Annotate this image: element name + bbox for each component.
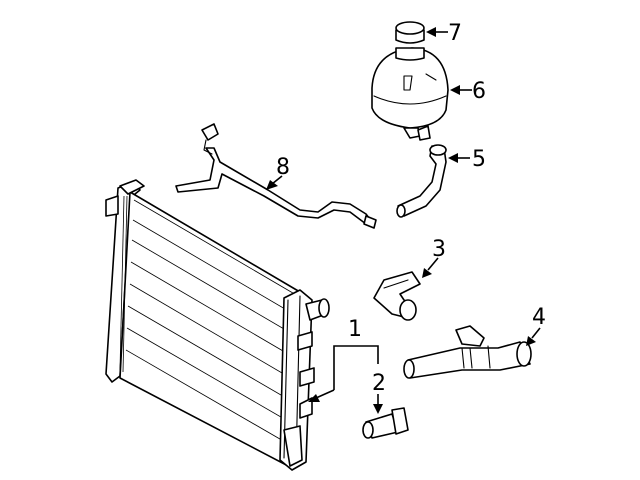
radiator-left-bracket bbox=[105, 195, 119, 217]
radiator-core bbox=[119, 191, 301, 469]
tank-hose-body bbox=[397, 145, 447, 217]
lower-hose-body bbox=[407, 341, 531, 379]
lower-hose bbox=[403, 325, 532, 379]
tank-hose bbox=[396, 144, 447, 218]
callout-4: 4 bbox=[532, 305, 546, 330]
radiator-top-bracket bbox=[119, 179, 145, 195]
leader-lines bbox=[266, 27, 541, 414]
callout-6: 6 bbox=[472, 79, 486, 104]
callout-8: 8 bbox=[276, 155, 290, 180]
bypass-hose-body bbox=[175, 147, 373, 225]
elbow-hose bbox=[373, 271, 421, 321]
bypass-hose bbox=[175, 123, 377, 229]
radiator-lower-bracket bbox=[283, 425, 303, 467]
radiator bbox=[105, 179, 330, 471]
radiator-core-fins bbox=[119, 195, 299, 447]
callout-2: 2 bbox=[372, 371, 386, 396]
callout-5: 5 bbox=[472, 147, 486, 172]
reservoir-cap bbox=[395, 21, 425, 44]
hose-fitting bbox=[362, 407, 409, 439]
callout-3: 3 bbox=[432, 237, 446, 262]
callout-7: 7 bbox=[448, 21, 462, 46]
callout-1: 1 bbox=[348, 317, 362, 342]
expansion-tank bbox=[371, 47, 449, 141]
